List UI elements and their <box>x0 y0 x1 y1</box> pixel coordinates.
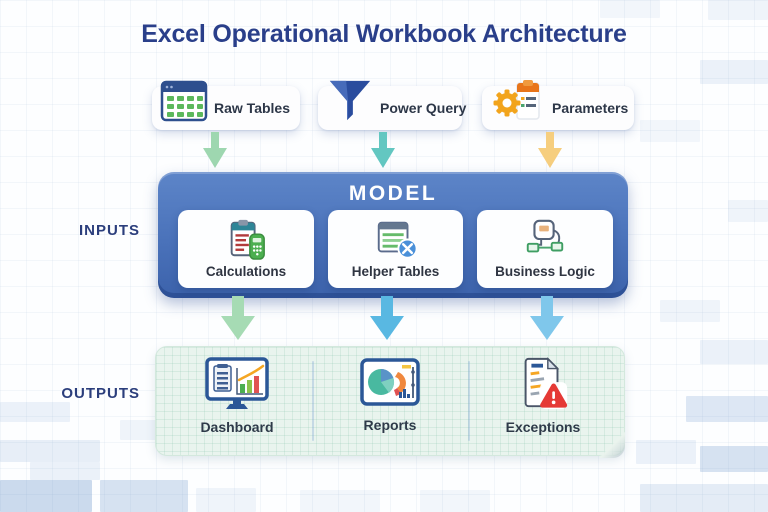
outputs-section-label: OUTPUTS <box>61 385 140 402</box>
output-label: Dashboard <box>200 419 274 435</box>
output-label: Exceptions <box>505 419 581 435</box>
model-card-label: Calculations <box>205 264 287 279</box>
arrow-model-to-reports <box>370 296 404 340</box>
mosaic-tile <box>30 462 100 480</box>
mosaic-tile <box>0 480 92 512</box>
mosaic-tile <box>640 484 768 512</box>
model-card-label: Helper Tables <box>351 264 440 279</box>
output-reports: Reports <box>315 356 465 433</box>
output-label: Reports <box>363 417 417 433</box>
mosaic-tile <box>420 490 490 512</box>
mosaic-tile <box>660 300 720 322</box>
model-card-business-logic: Business Logic <box>477 210 613 288</box>
output-divider <box>468 361 470 441</box>
mosaic-tile <box>100 480 188 512</box>
model-title: MODEL <box>348 182 438 205</box>
mosaic-tile <box>640 120 700 142</box>
model-container: MODEL Calculations <box>158 172 628 298</box>
input-parameters: Parameters <box>482 80 634 130</box>
page-title: Excel Operational Workbook Architecture <box>141 20 627 48</box>
mosaic-tile <box>700 340 768 364</box>
table-wrench-icon <box>377 221 418 259</box>
model-card-label: Business Logic <box>495 264 595 279</box>
arrow-model-to-dashboard <box>221 296 255 340</box>
input-label: Power Query <box>380 100 467 116</box>
output-divider <box>312 361 314 441</box>
mosaic-tile <box>700 60 768 84</box>
mosaic-tile <box>700 446 768 472</box>
output-dashboard: Dashboard <box>162 356 312 435</box>
gear-clipboard-icon <box>493 80 540 120</box>
spreadsheet-table-icon <box>160 80 208 122</box>
monitor-chart-icon <box>205 357 269 409</box>
pie-chart-icon <box>360 358 420 406</box>
input-raw-tables: Raw Tables <box>152 80 300 130</box>
page-curl-decoration <box>597 432 625 458</box>
inputs-section-label: INPUTS <box>78 222 140 239</box>
mosaic-tile <box>708 0 768 20</box>
warning-document-icon <box>524 357 568 410</box>
mosaic-tile <box>196 488 256 512</box>
arrow-raw-tables-to-model <box>203 132 227 168</box>
mosaic-tile <box>686 396 768 422</box>
funnel-icon <box>329 80 371 121</box>
mosaic-tile <box>636 440 696 464</box>
arrow-model-to-exceptions <box>530 296 564 340</box>
model-card-calculations: Calculations <box>178 210 314 288</box>
model-card-helper-tables: Helper Tables <box>328 210 463 288</box>
mosaic-tile <box>0 440 100 462</box>
clipboard-calculator-icon <box>230 219 265 260</box>
mosaic-tile <box>728 200 768 222</box>
mosaic-tile <box>600 0 660 18</box>
input-power-query: Power Query <box>318 80 466 130</box>
output-exceptions: Exceptions <box>468 356 618 435</box>
input-label: Raw Tables <box>214 100 290 116</box>
mosaic-tile <box>0 402 70 422</box>
arrow-parameters-to-model <box>538 132 562 168</box>
arrow-power-query-to-model <box>371 132 395 168</box>
input-label: Parameters <box>552 100 629 116</box>
flowchart-icon <box>526 219 564 253</box>
mosaic-tile <box>300 490 380 512</box>
